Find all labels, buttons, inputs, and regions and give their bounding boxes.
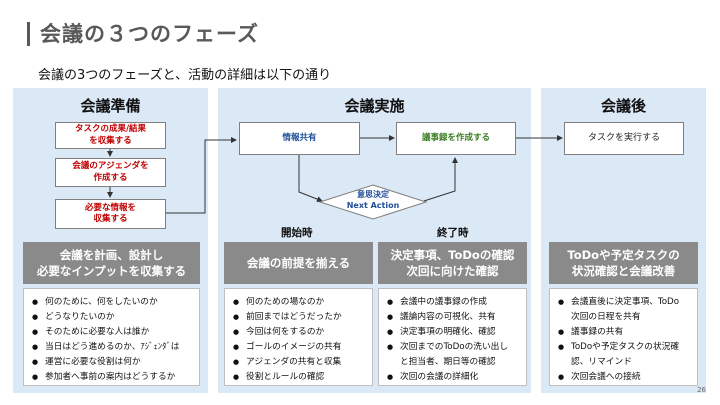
decision-label: 意思決定 Next Action <box>346 190 400 210</box>
list-item: 議事録の共有 <box>558 325 691 340</box>
arrow-prep-to-info <box>166 137 237 214</box>
exec-end-list: 会議中の議事録の作成 議論内容の可視化、共有 決定事項の明確化、確認 次回までの… <box>378 288 527 386</box>
list-item: そのために必要な人は誰か <box>32 325 193 340</box>
prep-step-create-agenda: 会議のアジェンダを 作成する <box>55 158 166 187</box>
list-item: ToDoや予定タスクの状況確 認、リマインド <box>558 340 691 370</box>
panel-post-title: 会議後 <box>600 97 646 115</box>
list-item: 会議直後に決定事項、ToDo 次回の日程を共有 <box>558 295 691 325</box>
list-item: 議論内容の可視化、共有 <box>387 310 520 325</box>
list-item: 次回の会議の詳細化 <box>387 370 520 385</box>
list-item: ゴールのイメージの共有 <box>233 340 366 355</box>
list-item: 前回まではどうだったか <box>233 310 366 325</box>
exec-create-minutes: 議事録を作成する <box>396 122 516 155</box>
exec-start-header: 会議の前提を揃える <box>224 242 373 284</box>
list-item: 何のために、何をしたいのか <box>32 295 193 310</box>
panel-prep-title: 会議準備 <box>80 97 141 115</box>
list-item: アジェンダの共有と収集 <box>233 355 366 370</box>
arrow-info-to-decision <box>298 155 323 202</box>
list-item: どうなりたいのか <box>32 310 193 325</box>
end-label: 終了時 <box>437 227 469 239</box>
list-item: 参加者へ事前の案内はどうするか <box>32 370 193 385</box>
exec-start-list: 何のための場なのか 前回まではどうだったか 今回は何をするのか ゴールのイメージ… <box>224 288 373 386</box>
list-item: 何のための場なのか <box>233 295 366 310</box>
list-item: 次回会議への接続 <box>558 370 691 385</box>
page-title: 会議の３つのフェーズ <box>40 22 259 46</box>
list-item: 当日はどう進めるのか、ｱｼﾞｪﾝﾀﾞは <box>32 340 193 355</box>
panel-exec-title: 会議実施 <box>344 97 405 115</box>
list-item: 今回は何をするのか <box>233 325 366 340</box>
list-item: 会議中の議事録の作成 <box>387 295 520 310</box>
post-header: ToDoや予定タスクの 状況確認と会議改善 <box>549 242 698 284</box>
list-item: 決定事項の明確化、確認 <box>387 325 520 340</box>
prep-list: 何のために、何をしたいのか どうなりたいのか そのために必要な人は誰か 当日はど… <box>23 288 200 386</box>
post-execute-task: タスクを実行する <box>564 122 684 155</box>
decision-diamond <box>318 184 428 220</box>
exec-info-share: 情報共有 <box>239 122 360 155</box>
list-item: 役割とルールの確認 <box>233 370 366 385</box>
page-subtitle: 会議の3つのフェーズと、活動の詳細は以下の通り <box>38 68 332 83</box>
list-item: 運営に必要な役割は何か <box>32 355 193 370</box>
prep-step-collect-info: 必要な情報を 収集する <box>55 199 166 229</box>
post-list: 会議直後に決定事項、ToDo 次回の日程を共有 議事録の共有 ToDoや予定タス… <box>549 288 698 386</box>
title-accent-bar <box>27 22 30 46</box>
prep-step-collect-results: タスクの成果/結果 を収集する <box>55 122 166 149</box>
prep-header: 会議を計画、設計し 必要なインプットを収集する <box>23 242 200 284</box>
list-item: 次回までのToDoの洗い出し と担当者、期日等の確認 <box>387 340 520 370</box>
start-label: 開始時 <box>281 227 313 239</box>
page-number: 26 <box>697 386 706 394</box>
exec-end-header: 決定事項、ToDoの確認 次回に向けた確認 <box>378 242 527 284</box>
arrow-decision-to-minutes <box>423 157 458 202</box>
